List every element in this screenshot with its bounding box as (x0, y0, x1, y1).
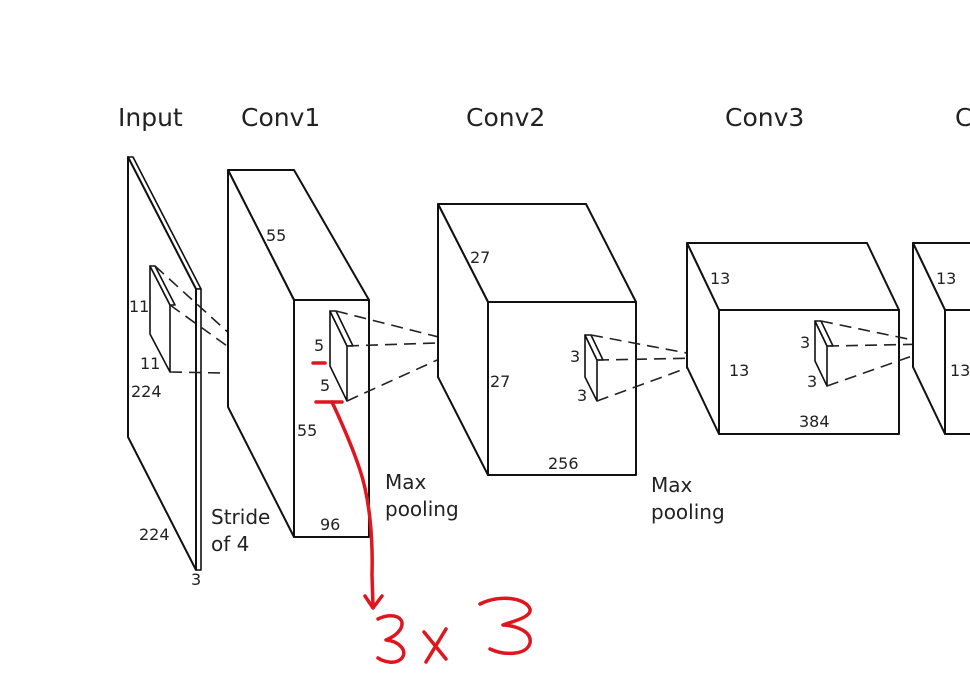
conv2-size-a-label: 27 (470, 248, 490, 267)
conv4-title: C (955, 103, 970, 132)
conv3-volume (686, 242, 900, 435)
conv2-kernel-width-label: 3 (577, 386, 587, 405)
conv3-depth-label: 384 (799, 412, 830, 431)
conv1-depth-label: 96 (320, 515, 340, 534)
max-pooling-2-line2: pooling (651, 500, 725, 524)
conv1-size-b-label: 55 (297, 421, 317, 440)
conv2-size-b-label: 27 (490, 372, 510, 391)
conv3-kernel-width-label: 3 (807, 372, 817, 391)
conv1-volume (227, 169, 370, 538)
input-kernel-height-label: 11 (129, 297, 149, 316)
max-pooling-2-line1: Max (651, 473, 693, 497)
conv4-size-b-label: 13 (950, 361, 970, 380)
conv1-size-a-label: 55 (266, 226, 286, 245)
red-annotation: 3x3 (311, 361, 532, 664)
conv4-volume (912, 242, 970, 435)
stride-label-line1: Stride (211, 505, 270, 529)
stride-label-line2: of 4 (211, 532, 249, 556)
input-volume (127, 156, 202, 571)
annotation-glyph-3-right (478, 596, 532, 656)
conv1-kernel-height-label: 5 (314, 336, 324, 355)
input-width-label: 224 (139, 525, 170, 544)
conv3-kernel-height-label: 3 (800, 333, 810, 352)
conv3-title: Conv3 (725, 103, 804, 132)
max-pooling-1-line2: pooling (385, 497, 459, 521)
annotation-glyph-3-left (376, 614, 406, 664)
conv3-size-b-label: 13 (729, 361, 749, 380)
conv4-size-a-label: 13 (936, 269, 956, 288)
conv2-volume (437, 203, 637, 476)
input-title: Input (118, 103, 183, 132)
conv1-title: Conv1 (241, 103, 320, 132)
annotation-glyph-x (422, 627, 448, 664)
annotation-arrow (330, 400, 384, 610)
max-pooling-1-line1: Max (385, 470, 427, 494)
input-height-label: 224 (131, 382, 162, 401)
conv2-depth-label: 256 (548, 454, 579, 473)
conv2-title: Conv2 (466, 103, 545, 132)
input-depth-label: 3 (191, 570, 201, 589)
conv2-kernel-height-label: 3 (570, 347, 580, 366)
input-kernel-width-label: 11 (140, 354, 160, 373)
conv1-kernel-width-label: 5 (320, 376, 330, 395)
conv3-size-a-label: 13 (710, 269, 730, 288)
